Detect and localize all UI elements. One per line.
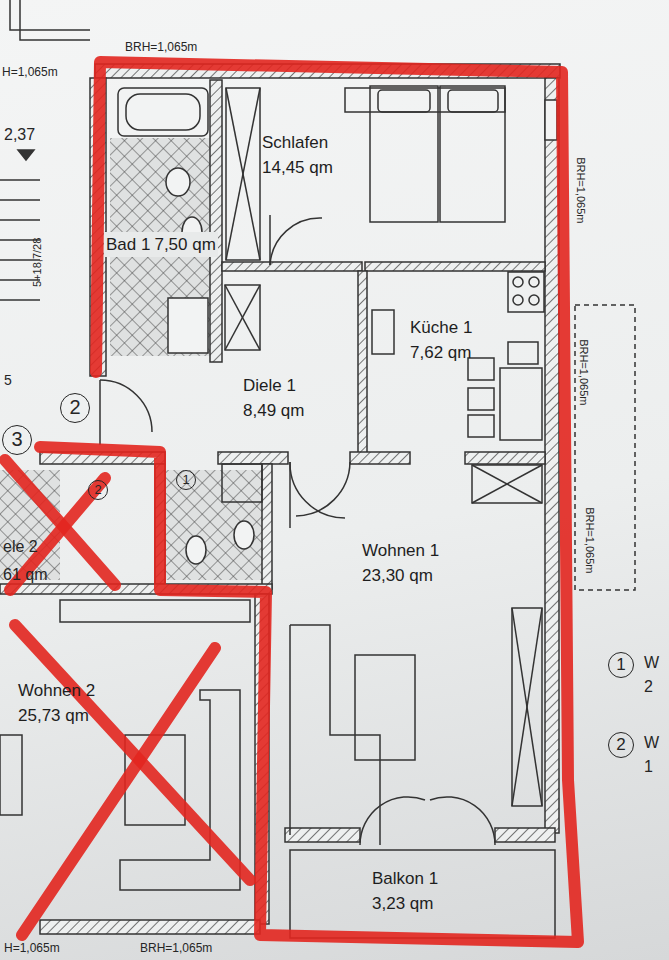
room-name: Balkon 1 [372, 866, 443, 891]
room-name: Diele 1 [243, 373, 309, 398]
callout-number: 1 [608, 652, 634, 678]
callout-number: 2 [608, 732, 634, 758]
dimension: BRH=1,065m [575, 157, 588, 223]
callout-number: 3 [2, 425, 32, 455]
dimension: BRH=1,065m [578, 339, 591, 405]
room: Diele 18,49 qm [243, 373, 309, 425]
room-name: Wohnen 2 [18, 678, 100, 703]
room-area: 25,73 qm [18, 703, 100, 728]
room-area: 61 qm [3, 566, 47, 584]
dimension: H=1,065m [4, 942, 60, 956]
room-name: Bad 1 [104, 232, 152, 257]
room: Bad 17,50 qm [104, 232, 174, 284]
walls [0, 64, 560, 934]
room: Balkon 13,23 qm [372, 866, 443, 918]
dimension: BRH=1,065m [584, 507, 597, 573]
dimension: BRH=1,065m [140, 942, 212, 956]
level: 2,37 [4, 126, 35, 144]
room-name: Küche 1 [410, 315, 477, 340]
stair-dimension: 5+18,7/28 [32, 237, 45, 286]
room: Schlafen14,45 qm [262, 130, 337, 182]
room-area: 7,62 qm [410, 340, 477, 365]
room-name: Schlafen [262, 130, 337, 155]
room: Küche 17,62 qm [410, 315, 477, 367]
room-area: 3,23 qm [372, 891, 443, 916]
room-name: ele 2 [3, 538, 38, 556]
stair-number: 5 [4, 372, 12, 388]
dimension: H=1,065m [2, 66, 58, 80]
legend-text: 2 [644, 678, 653, 696]
legend-text: 1 [644, 758, 653, 776]
room: Wohnen 225,73 qm [18, 678, 100, 730]
room: Wohnen 123,30 qm [362, 538, 444, 590]
room-area: 8,49 qm [243, 398, 309, 423]
callout-number: 1 [176, 470, 196, 490]
room-area: 23,30 qm [362, 563, 444, 588]
legend-text: W [644, 654, 659, 672]
room-name: Wohnen 1 [362, 538, 444, 563]
room-area: 14,45 qm [262, 155, 337, 180]
dimension: BRH=1,065m [125, 41, 197, 55]
callout-number: 2 [88, 480, 108, 500]
callout-number: 2 [60, 393, 90, 423]
legend-text: W [644, 734, 659, 752]
room-area: 7,50 qm [152, 232, 217, 257]
red-marking [5, 62, 578, 942]
